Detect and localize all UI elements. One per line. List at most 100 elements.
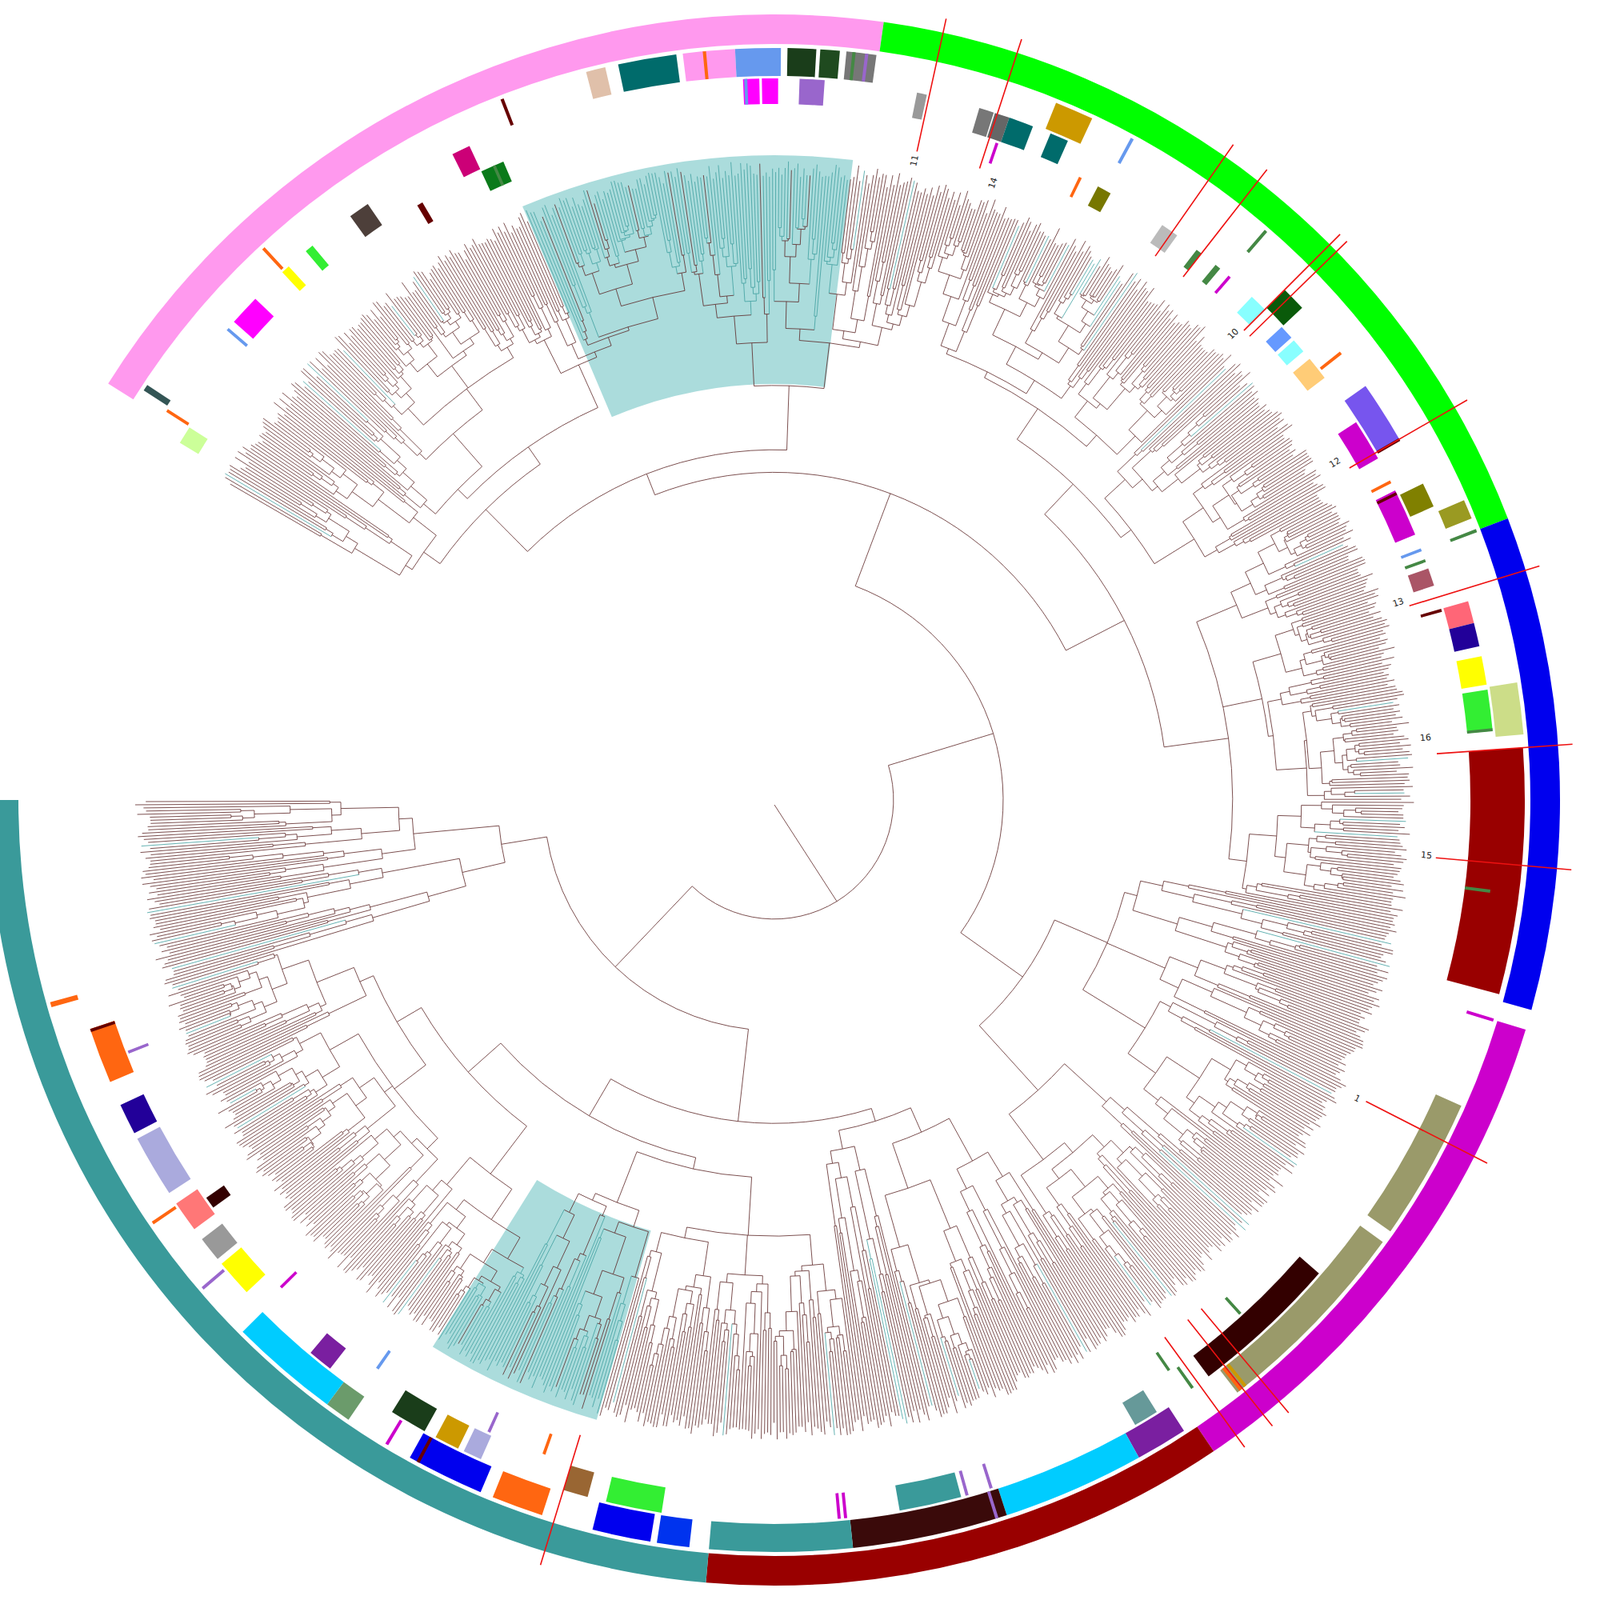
annotation-tick bbox=[1449, 528, 1477, 542]
annotation-block bbox=[305, 245, 329, 271]
callout-number: 16 bbox=[1419, 732, 1433, 744]
tree-branches-highlight bbox=[141, 161, 1408, 1436]
annotation-block bbox=[1183, 249, 1201, 271]
annotation-tick bbox=[841, 1492, 848, 1519]
annotation-block bbox=[1448, 623, 1480, 652]
annotation-tick bbox=[835, 1492, 841, 1519]
annotation-block bbox=[656, 1515, 693, 1548]
annotation-tick bbox=[90, 1020, 116, 1032]
annotation-tick bbox=[1320, 352, 1343, 371]
annotation-block bbox=[1220, 1225, 1383, 1393]
annotation-block bbox=[1462, 689, 1493, 734]
annotation-tick bbox=[1400, 548, 1423, 559]
annotation-tick bbox=[1404, 559, 1427, 570]
annotation-block bbox=[481, 161, 512, 192]
annotation-block bbox=[708, 1520, 853, 1552]
annotation-tick bbox=[1420, 608, 1443, 618]
outer-ring-band bbox=[108, 14, 884, 400]
annotation-block bbox=[787, 48, 817, 77]
annotation-tick bbox=[492, 164, 504, 186]
annotation-block bbox=[1088, 186, 1112, 212]
annotation-block bbox=[137, 1126, 192, 1193]
annotation-tick bbox=[542, 1433, 553, 1456]
callout-number: 14 bbox=[987, 176, 1001, 192]
annotation-tick bbox=[1464, 886, 1491, 893]
annotation-tick bbox=[376, 1350, 392, 1370]
annotation-block bbox=[1456, 656, 1488, 689]
annotation-tick bbox=[166, 408, 190, 426]
annotation-tick bbox=[1069, 176, 1082, 198]
annotation-block bbox=[563, 1465, 595, 1497]
annotation-block bbox=[1446, 748, 1525, 995]
annotation-tick bbox=[987, 1491, 999, 1520]
annotation-tick bbox=[1156, 1352, 1171, 1372]
annotation-block bbox=[895, 1472, 961, 1511]
annotation-block bbox=[1193, 1256, 1320, 1377]
annotation-tick bbox=[744, 79, 748, 105]
annotation-tick bbox=[1376, 492, 1398, 504]
annotation-block bbox=[233, 298, 274, 339]
annotation-block bbox=[1489, 682, 1524, 737]
annotation-tick bbox=[1246, 229, 1268, 253]
annotation-block bbox=[436, 1414, 470, 1449]
annotation-tick bbox=[849, 52, 856, 80]
annotation-tick bbox=[1466, 1010, 1495, 1022]
annotation-block bbox=[1266, 289, 1303, 326]
annotation-block bbox=[417, 202, 434, 224]
annotation-block bbox=[144, 384, 172, 406]
annotation-tick bbox=[1371, 480, 1392, 494]
clade-highlight bbox=[522, 155, 853, 417]
annotation-tick bbox=[487, 1412, 500, 1433]
callout-number: 10 bbox=[1225, 325, 1242, 342]
annotation-tick bbox=[280, 1271, 298, 1289]
annotation-tick bbox=[1226, 1363, 1247, 1388]
annotation-block bbox=[452, 146, 481, 178]
annotation-tick bbox=[416, 1436, 433, 1464]
annotation-block bbox=[50, 994, 80, 1008]
annotation-block bbox=[201, 1224, 237, 1260]
annotation-block bbox=[735, 48, 781, 77]
annotation-tick bbox=[982, 1463, 993, 1489]
callout-number: 13 bbox=[1391, 596, 1407, 611]
annotation-tick bbox=[201, 1268, 225, 1290]
annotation-tick bbox=[1117, 137, 1134, 164]
annotation-block bbox=[1236, 296, 1265, 325]
annotation-block bbox=[350, 204, 383, 237]
annotation-block bbox=[1150, 224, 1178, 253]
annotation-block bbox=[592, 1502, 656, 1542]
annotation-block bbox=[798, 79, 825, 107]
annotation-block bbox=[206, 1185, 232, 1208]
callout-number: 15 bbox=[1419, 850, 1433, 862]
annotation-block bbox=[492, 1471, 551, 1516]
callout-number: 1 bbox=[1351, 1092, 1363, 1105]
annotation-tick bbox=[1224, 1296, 1242, 1316]
annotation-block bbox=[1040, 133, 1068, 165]
outer-ring-band bbox=[0, 800, 709, 1583]
annotation-block bbox=[1408, 568, 1435, 593]
annotation-block bbox=[221, 1247, 266, 1292]
annotation-block bbox=[1292, 359, 1325, 392]
annotation-block bbox=[761, 78, 778, 104]
annotation-block bbox=[998, 1433, 1140, 1516]
annotation-block bbox=[682, 48, 736, 81]
annotation-block bbox=[618, 54, 680, 92]
annotation-block bbox=[464, 1428, 492, 1460]
annotation-tick bbox=[959, 1470, 969, 1496]
annotation-tick bbox=[1176, 1366, 1195, 1389]
annotation-block bbox=[180, 427, 208, 454]
outer-ring-band bbox=[880, 22, 1508, 530]
annotation-tick bbox=[1467, 728, 1493, 734]
annotation-block bbox=[1338, 422, 1379, 470]
annotation-tick bbox=[152, 1206, 177, 1225]
annotation-block bbox=[1438, 500, 1472, 529]
annotation-block bbox=[310, 1333, 346, 1369]
annotation-block bbox=[844, 51, 877, 83]
annotation-block bbox=[1000, 117, 1033, 151]
annotation-block bbox=[1201, 264, 1220, 286]
annotation-block bbox=[1400, 484, 1434, 518]
annotation-tick bbox=[385, 1419, 404, 1445]
callout-number: 11 bbox=[908, 153, 922, 168]
annotation-tick bbox=[702, 51, 708, 80]
